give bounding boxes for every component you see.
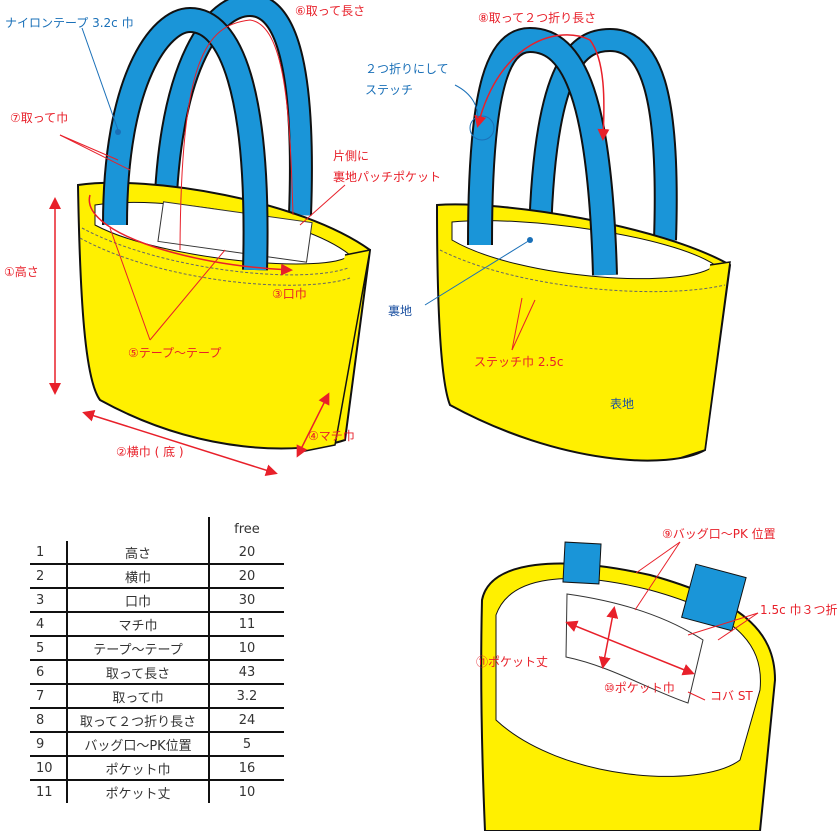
row-number: 8 bbox=[30, 708, 68, 733]
row-number: 3 bbox=[30, 588, 68, 613]
label-nylon-tape: ナイロンテープ 3.2c 巾 bbox=[5, 16, 134, 30]
row-name: テープ～テープ bbox=[67, 636, 210, 661]
row-number: 10 bbox=[30, 756, 68, 781]
label-fold-stitch-2: ステッチ bbox=[365, 83, 414, 97]
pocket-detail bbox=[480, 541, 777, 831]
label-bottom-width: ②横巾 ( 底 ) bbox=[116, 445, 184, 459]
label-lining: 裏地 bbox=[388, 304, 413, 318]
row-name: 取って長さ bbox=[67, 660, 210, 685]
row-value: 24 bbox=[209, 708, 284, 733]
label-pocket-width: ⑩ポケット巾 bbox=[604, 681, 675, 695]
label-tape-to-tape: ⑤テープ～テープ bbox=[128, 346, 222, 360]
label-opening-width: ③口巾 bbox=[272, 287, 307, 301]
row-value: 43 bbox=[209, 660, 284, 685]
row-number: 6 bbox=[30, 660, 68, 685]
row-value: 16 bbox=[209, 756, 284, 781]
row-name: マチ巾 bbox=[67, 612, 210, 637]
row-value: 20 bbox=[209, 564, 284, 589]
row-value: 11 bbox=[209, 612, 284, 637]
row-number: 9 bbox=[30, 732, 68, 757]
label-handle-width: ⑦取って巾 bbox=[10, 111, 69, 125]
row-number: 4 bbox=[30, 612, 68, 637]
row-number: 7 bbox=[30, 684, 68, 709]
row-name: 取って２つ折り長さ bbox=[67, 708, 210, 733]
row-value: 30 bbox=[209, 588, 284, 613]
label-handle-length: ⑥取って長さ bbox=[295, 4, 366, 18]
row-number: 11 bbox=[30, 780, 68, 803]
row-name: 横巾 bbox=[67, 564, 210, 589]
row-number: 5 bbox=[30, 636, 68, 661]
right-bag bbox=[424, 26, 732, 462]
label-fold: 1.5c 巾３つ折 bbox=[760, 603, 838, 617]
label-fold-length: ⑧取って２つ折り長さ bbox=[478, 11, 597, 25]
label-pocket-height: ⑪ポケット丈 bbox=[476, 655, 549, 669]
row-name: ポケット丈 bbox=[67, 780, 210, 803]
row-value: 5 bbox=[209, 732, 284, 757]
row-value: 10 bbox=[238, 784, 256, 800]
row-number: 2 bbox=[30, 564, 68, 589]
size-header: free bbox=[234, 521, 260, 537]
row-name: バッグ口～PK位置 bbox=[67, 732, 210, 757]
row-number: 1 bbox=[30, 541, 68, 565]
label-height: ①高さ bbox=[4, 265, 39, 279]
row-name: 取って巾 bbox=[67, 684, 210, 709]
label-pk-position: ⑨バッグ口～PK 位置 bbox=[662, 527, 776, 541]
label-pocket-note-2: 裏地パッチポケット bbox=[333, 170, 442, 184]
row-name: 高さ bbox=[67, 541, 210, 565]
label-edge-stitch: コバ ST bbox=[710, 689, 753, 703]
label-pocket-note-1: 片側に bbox=[333, 149, 370, 163]
label-fold-stitch-1: ２つ折りにして bbox=[365, 62, 449, 76]
row-value: 20 bbox=[209, 541, 284, 565]
row-name: 口巾 bbox=[67, 588, 210, 613]
row-value: 10 bbox=[209, 636, 284, 661]
row-name: ポケット巾 bbox=[67, 756, 210, 781]
left-bag bbox=[49, 0, 372, 477]
label-outer: 表地 bbox=[610, 397, 635, 411]
label-stitch-width: ステッチ巾 2.5c bbox=[474, 355, 564, 369]
label-gusset: ④マチ巾 bbox=[308, 429, 355, 443]
row-value: 3.2 bbox=[209, 684, 284, 709]
